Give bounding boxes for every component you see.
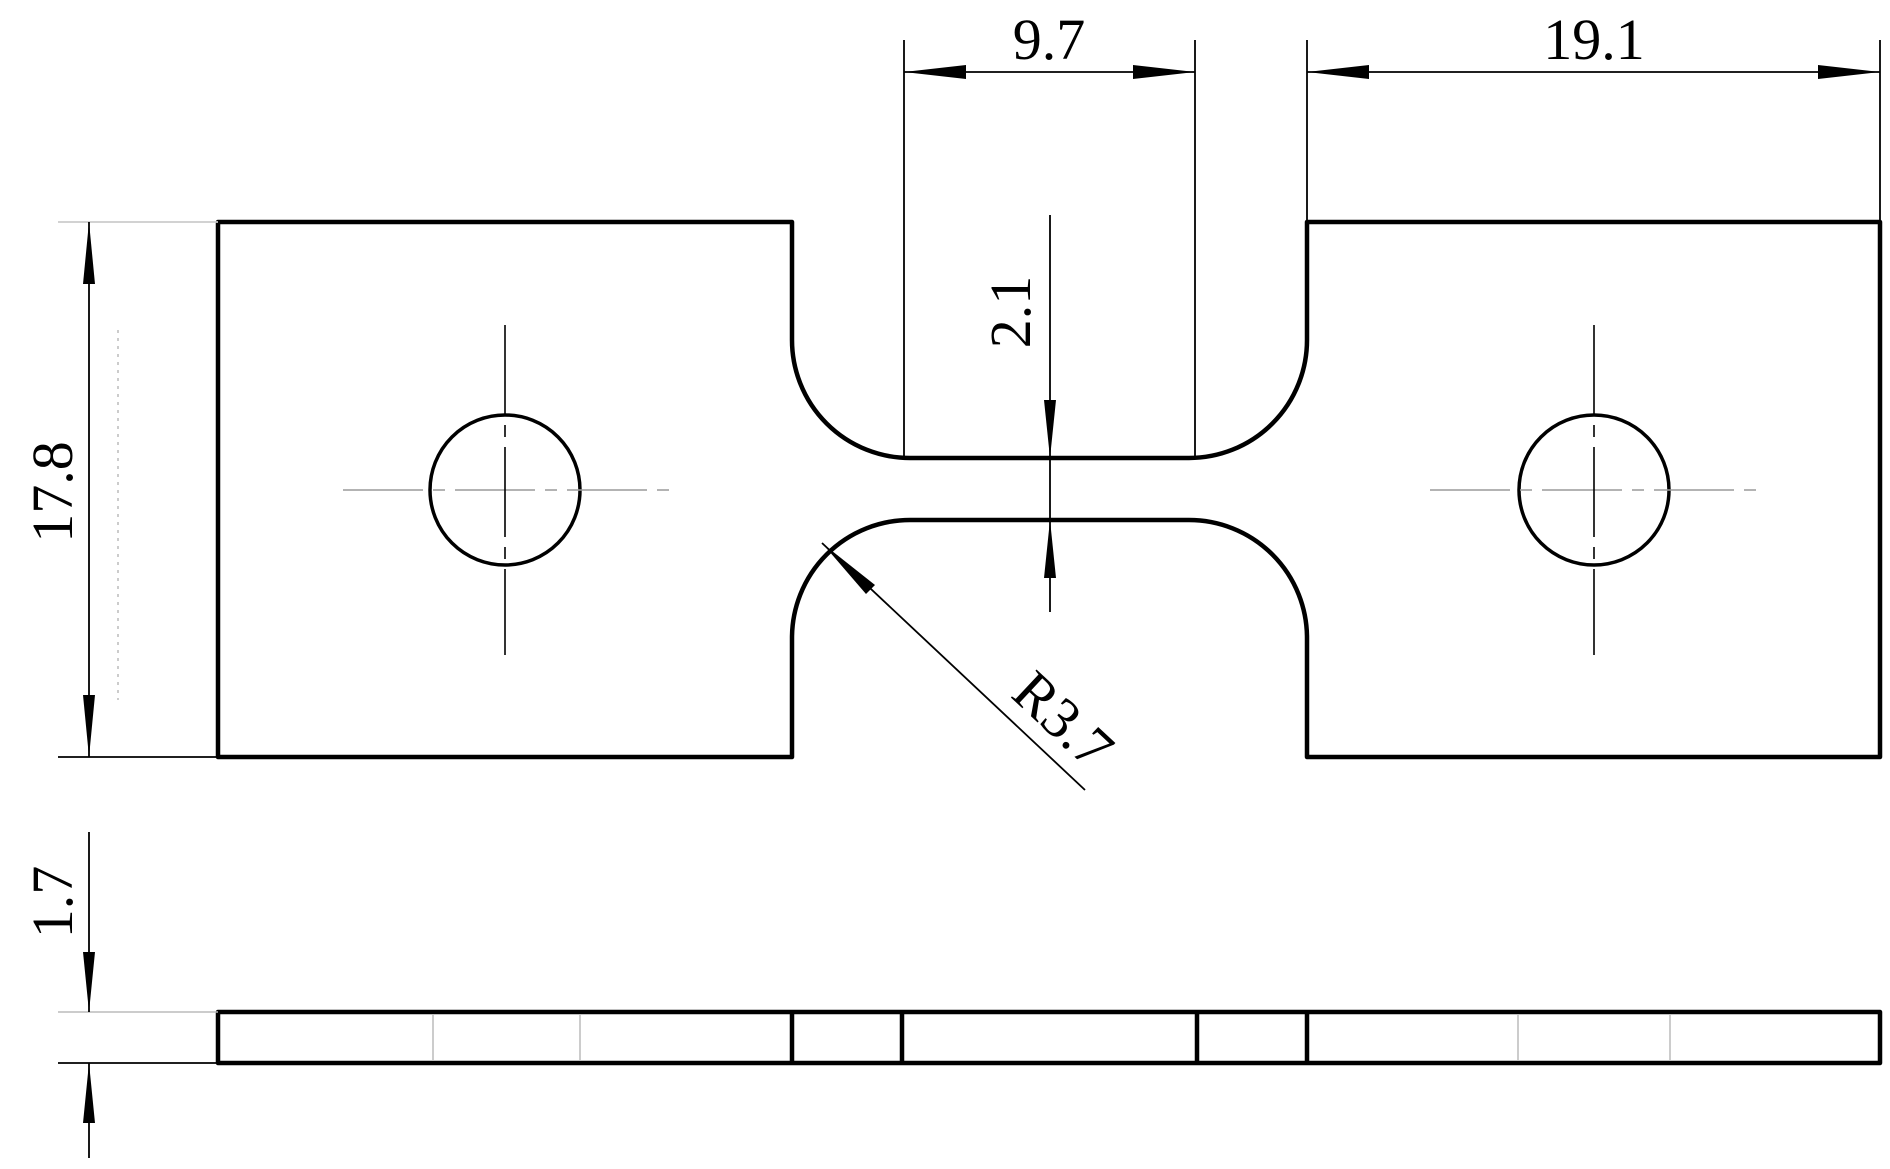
neck-length-dimension: 9.7 [903,7,1196,458]
specimen-outline [215,219,1883,760]
grip-length-label: 19.1 [1543,7,1645,72]
total-width-label: 17.8 [20,441,85,543]
neck-length-label: 9.7 [1013,7,1086,72]
thickness-dimension: 1.7 [20,832,218,1158]
side-view [215,1009,1883,1066]
right-hole-centerlines [1430,325,1757,655]
neck-width-label: 2.1 [978,276,1043,349]
neck-width-dimension: 2.1 [978,215,1056,612]
grip-length-dimension: 19.1 [1306,7,1881,222]
fillet-radius-label: R3.7 [1000,658,1126,781]
total-width-dimension: 17.8 [20,221,218,758]
left-hole-centerlines [343,325,670,655]
fillet-radius-dimension: R3.7 [821,542,1126,791]
thickness-label: 1.7 [20,866,85,939]
